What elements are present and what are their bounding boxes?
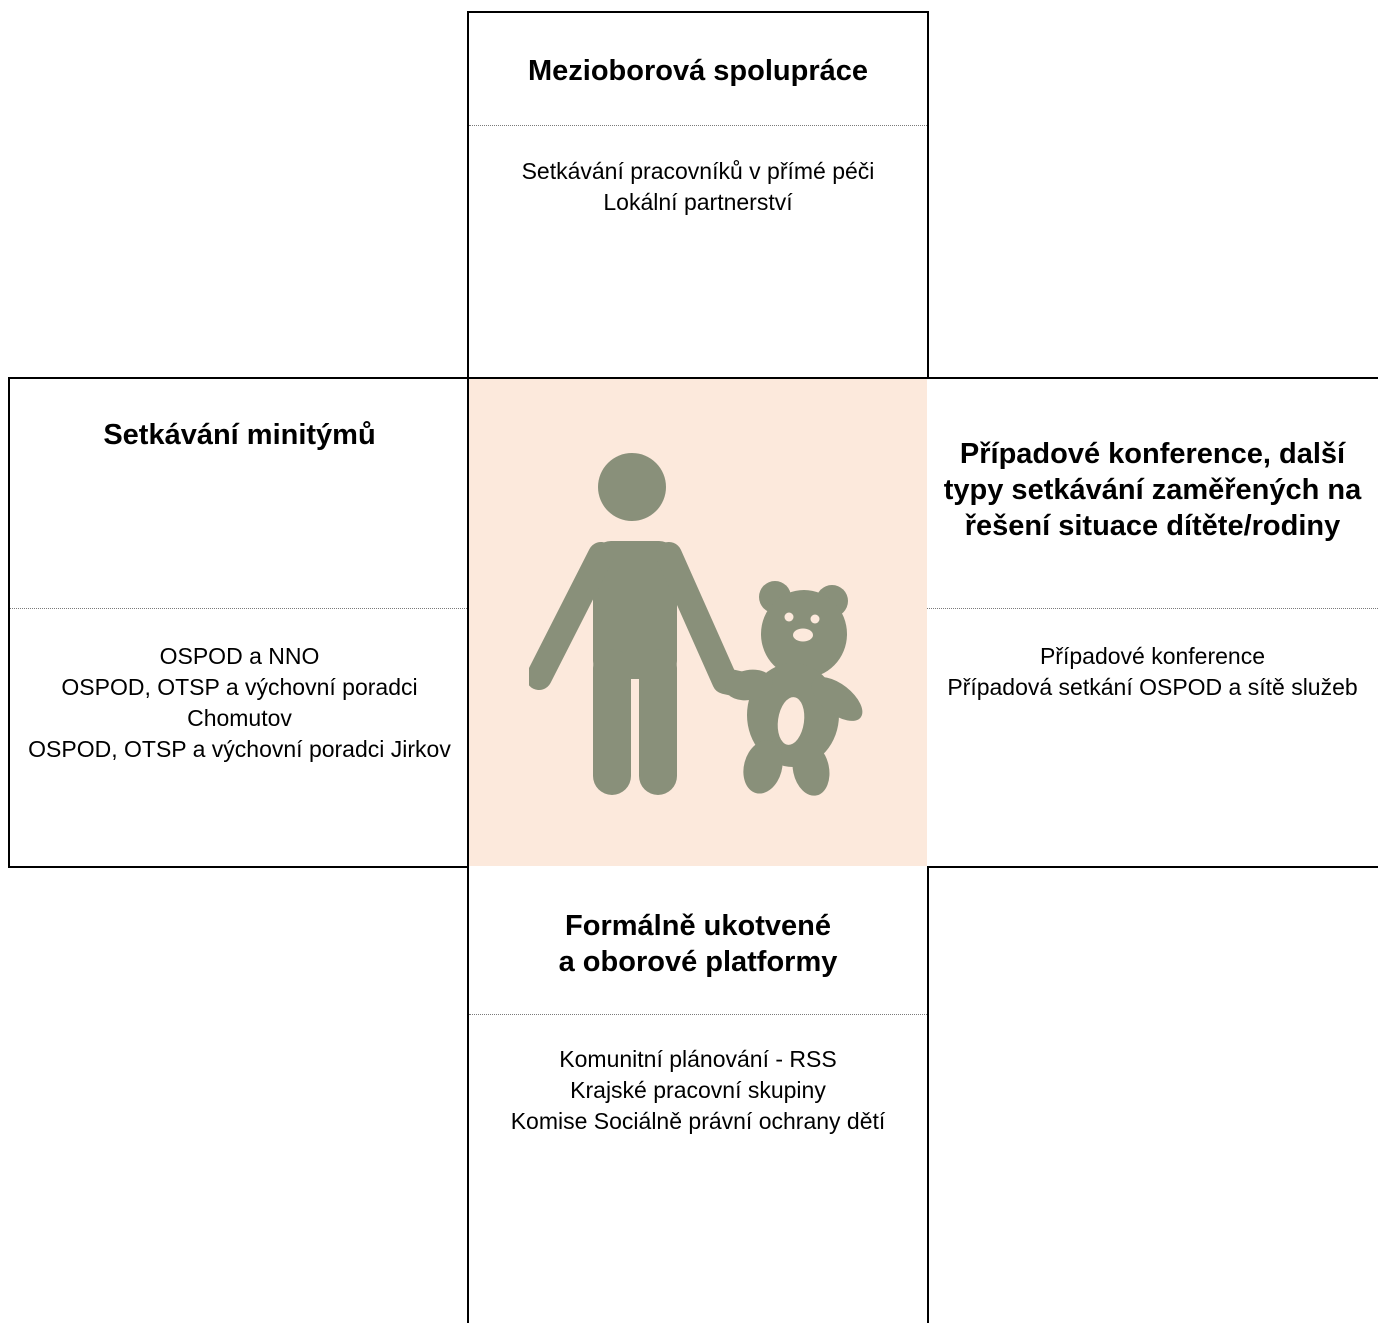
panel-item-list: OSPOD a NNO OSPOD, OTSP a výchovní porad… [10,641,469,765]
panel-item-list: Setkávání pracovníků v přímé péči Lokáln… [469,156,927,218]
panel-heading: Případové konference, další typy setkává… [943,438,1362,542]
panel-interdisciplinary-cooperation: Mezioborová spolupráce Setkávání pracovn… [467,11,929,378]
panel-formal-platforms: Formálně ukotvené a oborové platformy Ko… [467,866,929,1323]
panel-item-list: Komunitní plánování - RSS Krajské pracov… [469,1044,927,1137]
panel-heading: Formálně ukotvené a oborové platformy [558,910,838,978]
adult-with-child-teddy-bear-icon [529,453,863,796]
list-item: Komise Sociálně právní ochrany dětí [510,1108,886,1134]
panel-item-list: Případové konference Případová setkání O… [927,641,1378,703]
list-item: OSPOD a NNO [159,643,320,669]
dotted-divider [469,125,927,126]
list-item: Případové konference [1039,643,1266,669]
panel-case-conferences: Případové konference, další typy setkává… [927,377,1378,868]
list-item: Setkávání pracovníků v přímé péči [521,158,875,184]
center-panel [467,377,929,868]
list-item: Případová setkání OSPOD a sítě služeb [947,674,1358,700]
dotted-divider [10,608,469,609]
list-item: OSPOD, OTSP a výchovní poradci Chomutov [61,674,418,731]
list-item: OSPOD, OTSP a výchovní poradci Jirkov [28,736,451,762]
panel-heading: Mezioborová spolupráce [527,55,868,87]
list-item: Lokální partnerství [603,189,793,215]
list-item: Krajské pracovní skupiny [570,1077,826,1103]
dotted-divider [469,1014,927,1015]
panel-minitem-meetings: Setkávání minitýmů OSPOD a NNO OSPOD, OT… [8,377,469,868]
list-item: Komunitní plánování - RSS [559,1046,837,1072]
dotted-divider [927,608,1378,609]
panel-heading: Setkávání minitýmů [103,419,376,451]
